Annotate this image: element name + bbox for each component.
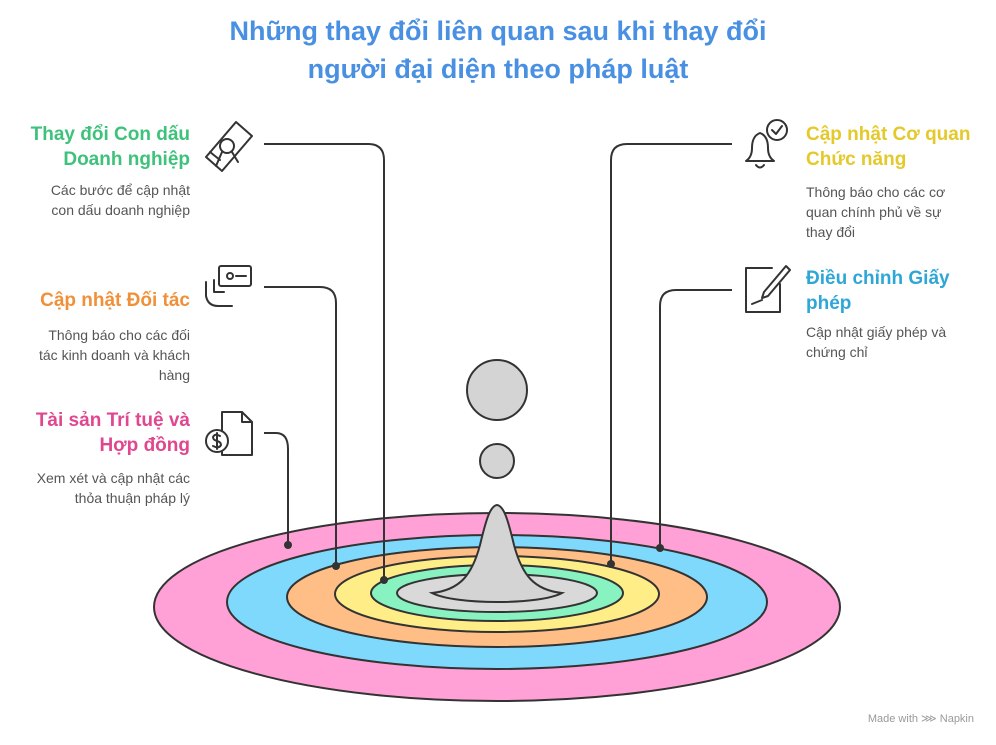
connector-agency <box>610 143 732 564</box>
connector-dot-seal <box>380 576 388 584</box>
item-partner-desc-line-2: tác kinh doanh và khách <box>39 347 190 363</box>
item-seal-desc: Các bước để cập nhật con dấu doanh nghiệ… <box>51 180 190 220</box>
item-seal-heading-line-2: Doanh nghiệp <box>63 149 190 170</box>
item-ip-heading: Tài sản Trí tuệ và Hợp đồng <box>36 408 190 458</box>
hand-card-icon <box>205 265 252 307</box>
item-license-heading: Điều chỉnh Giấy phép <box>806 266 950 316</box>
item-license-desc: Cập nhật giấy phép và chứng chỉ <box>806 322 946 362</box>
item-ip-desc: Xem xét và cập nhật các thỏa thuận pháp … <box>37 468 190 508</box>
connector-dot-ip <box>284 541 292 549</box>
connector-seal <box>264 143 385 580</box>
item-agency-heading: Cập nhật Cơ quan Chức năng <box>806 122 970 172</box>
droplet-large <box>466 359 528 421</box>
connector-dot-license <box>656 544 664 552</box>
item-partner-desc-line-1: Thông báo cho các đối <box>48 327 190 343</box>
connector-license <box>659 289 732 548</box>
item-partner-desc: Thông báo cho các đối tác kinh doanh và … <box>39 325 190 385</box>
item-partner-heading-line-1: Cập nhật Đối tác <box>40 290 190 311</box>
page-title: Những thay đổi liên quan sau khi thay đổ… <box>0 12 996 88</box>
item-agency-desc-line-3: thay đổi <box>806 224 856 240</box>
item-license-heading-line-1: Điều chỉnh Giấy <box>806 268 950 289</box>
connector-ip <box>264 432 289 545</box>
item-ip-desc-line-1: Xem xét và cập nhật các <box>36 470 190 486</box>
item-partner-desc-line-3: hàng <box>158 367 190 383</box>
connector-partner <box>264 286 337 566</box>
diploma-icon <box>205 121 253 172</box>
item-agency-desc-line-2: quan chính phủ về sự <box>806 204 942 220</box>
item-agency-heading-line-1: Cập nhật Cơ quan <box>806 124 971 145</box>
bell-check-icon <box>745 119 788 169</box>
item-license-desc-line-2: chứng chỉ <box>806 344 868 360</box>
pen-paper-icon <box>745 265 791 313</box>
item-ip-heading-line-2: Hợp đồng <box>99 435 190 456</box>
droplet-small <box>479 443 515 479</box>
item-agency-heading-line-2: Chức năng <box>806 149 907 170</box>
item-ip-heading-line-1: Tài sản Trí tuệ và <box>35 410 190 431</box>
title-line-1: Những thay đổi liên quan sau khi thay đổ… <box>229 16 767 46</box>
item-agency-desc-line-1: Thông báo cho các cơ <box>806 184 946 200</box>
item-ip-desc-line-2: thỏa thuận pháp lý <box>74 490 190 506</box>
document-dollar-icon <box>205 411 253 456</box>
footer-watermark: Made with ⋙ Napkin <box>867 713 974 725</box>
item-license-heading-line-2: phép <box>806 293 852 314</box>
item-agency-desc: Thông báo cho các cơ quan chính phủ về s… <box>806 182 945 242</box>
connector-dot-partner <box>332 562 340 570</box>
item-seal-desc-line-1: Các bước để cập nhật <box>50 182 190 198</box>
item-license-desc-line-1: Cập nhật giấy phép và <box>806 324 947 340</box>
item-seal-heading-line-1: Thay đổi Con dấu <box>30 124 190 145</box>
item-seal-desc-line-2: con dấu doanh nghiệp <box>51 202 190 218</box>
connector-dot-agency <box>607 560 615 568</box>
item-partner-heading: Cập nhật Đối tác <box>40 288 190 313</box>
splash-peak <box>428 503 566 603</box>
item-seal-heading: Thay đổi Con dấu Doanh nghiệp <box>31 122 190 172</box>
title-line-2: người đại diện theo pháp luật <box>307 54 689 84</box>
